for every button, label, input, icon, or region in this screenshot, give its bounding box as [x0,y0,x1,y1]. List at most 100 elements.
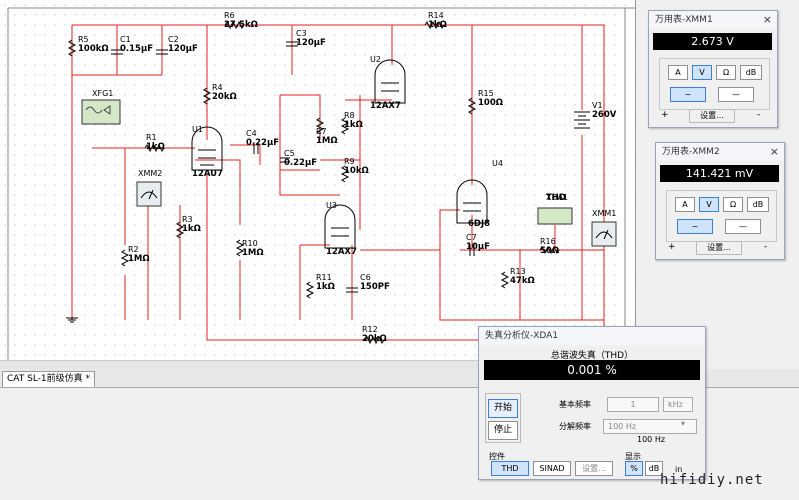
distortion-analyzer-panel[interactable]: 失真分析仪-XDA1 总谐波失真（THD） 0.001 % 开始 停止 基本频率… [478,326,706,480]
schematic-diagram: R5100kΩC10.15μFC2120μFR627.5kΩC3120μFR14… [7,7,635,360]
label-r1-ref: R1 [146,133,157,142]
label-u3-value: 12AX7 [326,247,357,257]
label-r5-value: 100kΩ [78,44,109,54]
label-u2-value: 12AX7 [370,101,401,111]
fundamental-input[interactable]: 1 [607,397,659,412]
resistor-r11 [305,281,315,299]
label-r15-value: 100Ω [478,98,503,108]
label-u1-value: 12AU7 [192,169,223,179]
xda-start-button[interactable]: 开始 [488,399,518,418]
chevron-down-icon: ▾ [681,419,686,428]
xda-settings-button[interactable]: 设置... [575,461,613,476]
label-c5-value: 0.22μF [284,158,317,168]
multimeter-xmm1-panel[interactable]: 万用表-XMM1 × 2.673 V A V Ω dB ~ — 设置... + … [648,10,778,128]
display-label: 显示 [625,452,641,461]
resistor-r10 [235,239,245,257]
resistor-r15 [467,97,477,115]
thd-button[interactable]: THD [491,461,529,476]
resistor-r12 [364,335,385,345]
label-c7-value: 10μF [466,242,490,252]
xmm2-mode-ohm[interactable]: Ω [723,197,743,212]
xmm1-mode-v[interactable]: V [692,65,712,80]
label-r13-value: 47kΩ [510,276,535,286]
xmm1-mode-a[interactable]: A [668,65,688,80]
xmm2-ac-button[interactable]: ~ [677,219,713,234]
label-u4-value: 6DJ8 [468,219,490,229]
tube-u2 [374,59,406,104]
horizontal-scrollbar[interactable] [0,360,634,369]
ground-icon [66,317,78,323]
xmm2-dc-button[interactable]: — [725,219,761,234]
close-icon[interactable]: × [762,13,772,26]
resolution-label: 分解频率 [559,422,591,431]
multimeter-xmm2-panel[interactable]: 万用表-XMM2 × 141.421 mV A V Ω dB ~ — 设置...… [655,142,785,260]
resistor-r7 [315,117,325,135]
resistor-r8 [340,117,350,135]
xmm1-plus-terminal: + [661,110,669,120]
label-c6-value: 150PF [360,282,390,292]
controls-label: 控件 [489,452,505,461]
label-xmm1-ref: XMM1 [592,209,616,218]
xmm2-mode-a[interactable]: A [675,197,695,212]
resistor-r4 [202,87,212,105]
sinad-button[interactable]: SINAD [533,461,571,476]
xmm2-title: 万用表-XMM2 [656,143,784,161]
xmm1-dc-button[interactable]: — [718,87,754,102]
label-r2-ref: R2 [128,245,139,254]
fundamental-unit[interactable]: kHz [663,397,693,412]
tab-circuit[interactable]: CAT SL-1前级仿真 * [2,371,96,387]
resistor-r6 [224,20,245,30]
xmm1-minus-terminal: - [757,110,761,120]
capacitor-c4 [253,142,259,154]
label-r11-ref: R11 [316,273,332,282]
resistor-r13 [500,271,510,289]
label-c2-value: 120μF [168,44,198,54]
capacitor-c7 [469,244,475,256]
capacitor-c3 [286,41,298,47]
tab-label: CAT SL-1前级仿真 * [7,374,91,384]
label-r12-ref: R12 [362,325,378,334]
label-c4-ref: C4 [246,129,257,138]
label-c6-ref: C6 [360,273,371,282]
label-r9-value: 10kΩ [344,166,369,176]
battery-v1 [574,111,590,129]
schematic-wires [71,24,605,341]
label-c2-ref: C2 [168,35,179,44]
resistor-r14 [424,20,445,30]
xda-stop-button[interactable]: 停止 [488,421,518,440]
label-c1-value: 0.15μF [120,44,153,54]
resolution-display: 100 Hz [637,435,666,444]
label-c3-ref: C3 [296,29,307,38]
tube-u3 [324,204,356,249]
db-button[interactable]: dB [645,461,663,476]
resistor-r3 [175,221,185,239]
xmm2-mode-db[interactable]: dB [747,197,769,212]
fundamental-label: 基本频率 [559,400,591,409]
label-c4-value: 0.22μF [246,138,279,148]
xmm1-reading: 2.673 V [653,33,772,50]
label-xda1-value: THD [546,193,566,203]
label-r3-value: 1kΩ [182,224,201,234]
label-r16-ref: R16 [540,237,556,246]
xmm2-mode-v[interactable]: V [699,197,719,212]
percent-button[interactable]: % [625,461,643,476]
label-r5-ref: R5 [78,35,89,44]
capacitor-c2 [156,49,168,55]
xmm2-settings-button[interactable]: 设置... [696,241,742,255]
xda-reading: 0.001 % [484,360,700,380]
label-r15-ref: R15 [478,89,494,98]
label-xmm2-ref: XMM2 [138,169,162,178]
label-r2-value: 1MΩ [128,254,150,264]
xmm1-settings-button[interactable]: 设置... [689,109,735,123]
close-icon[interactable]: × [769,145,779,158]
label-r6-ref: R6 [224,11,235,20]
label-r16-value: 50Ω [540,246,559,256]
resistor-r5 [67,39,77,57]
resolution-select[interactable]: 100 Hz [603,419,697,434]
label-xda1-ref: XDA1 [546,193,568,202]
xmm1-mode-ohm[interactable]: Ω [716,65,736,80]
xda-run-group: 开始 停止 [485,393,521,443]
xmm1-mode-db[interactable]: dB [740,65,762,80]
xmm1-ac-button[interactable]: ~ [670,87,706,102]
